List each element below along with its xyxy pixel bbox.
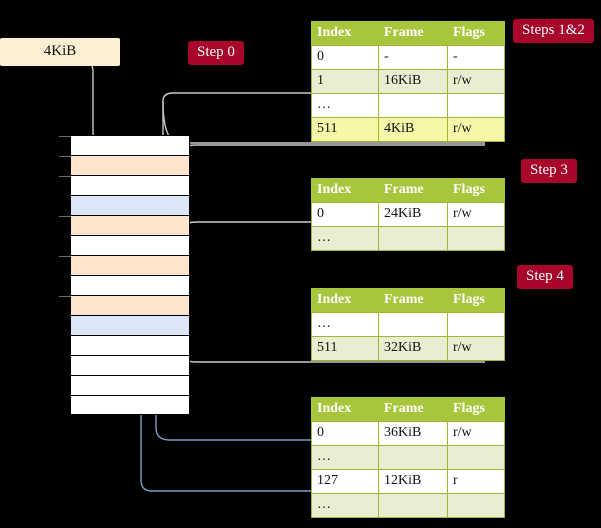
cell-index: … xyxy=(311,93,379,118)
cell-index: … xyxy=(311,226,379,251)
cell-flags: r/w xyxy=(447,69,505,94)
frame-boundary-tick xyxy=(59,256,71,257)
cell-flags: r/w xyxy=(447,336,505,361)
cell-index: … xyxy=(311,493,379,518)
step-badge-step-4: Step 4 xyxy=(517,265,573,289)
cell-frame: 16KiB xyxy=(378,69,448,94)
step-badge-step-0: Step 0 xyxy=(188,41,244,65)
cell-frame xyxy=(378,312,448,337)
step-badge-steps-1-and-2: Steps 1&2 xyxy=(513,19,594,43)
cell-frame xyxy=(378,445,448,470)
table-row: … xyxy=(311,493,505,518)
memory-frame-row xyxy=(59,255,190,275)
column-header-index: Index xyxy=(311,288,379,313)
memory-frame-row xyxy=(70,315,190,335)
frame-boundary-tick xyxy=(59,156,71,157)
column-header-flags: Flags xyxy=(447,21,505,46)
cell-index: 127 xyxy=(311,469,379,494)
cell-frame xyxy=(378,493,448,518)
column-header-flags: Flags xyxy=(447,397,505,422)
table-row: … xyxy=(311,226,505,251)
column-header-index: Index xyxy=(311,178,379,203)
memory-frame-row xyxy=(59,295,190,315)
cell-flags: r/w xyxy=(447,421,505,446)
cell-frame: - xyxy=(378,45,448,70)
frame-boundary-tick xyxy=(59,296,71,297)
table-row: … xyxy=(311,312,505,337)
column-header-flags: Flags xyxy=(447,178,505,203)
step-badge-step-3: Step 3 xyxy=(521,159,577,183)
table-row: … xyxy=(311,93,505,118)
cell-flags xyxy=(447,312,505,337)
memory-frame-row xyxy=(59,175,190,195)
memory-frame-row xyxy=(70,235,190,255)
cell-flags xyxy=(447,93,505,118)
column-header-index: Index xyxy=(311,397,379,422)
cell-frame: 4KiB xyxy=(378,117,448,142)
cell-index: 0 xyxy=(311,421,379,446)
cell-flags xyxy=(447,226,505,251)
column-header-frame: Frame xyxy=(378,397,448,422)
cell-frame xyxy=(378,93,448,118)
table-row: … xyxy=(311,445,505,470)
cell-flags: r xyxy=(447,469,505,494)
cell-frame: 36KiB xyxy=(378,421,448,446)
memory-size-label: 4KiB xyxy=(0,38,120,66)
cell-flags: - xyxy=(447,45,505,70)
memory-frame-row xyxy=(59,155,190,175)
memory-frame-row xyxy=(59,135,190,155)
memory-frame-row xyxy=(70,195,190,215)
cell-index: 1 xyxy=(311,69,379,94)
cell-index: 0 xyxy=(311,202,379,227)
cell-flags: r/w xyxy=(447,117,505,142)
cell-frame xyxy=(378,226,448,251)
memory-frame-row xyxy=(70,395,190,415)
cell-flags: r/w xyxy=(447,202,505,227)
frame-boundary-tick xyxy=(59,136,71,137)
memory-frame-row xyxy=(70,335,190,355)
cell-flags xyxy=(447,445,505,470)
frame-boundary-tick xyxy=(59,176,71,177)
table-row: 0-- xyxy=(311,45,505,70)
cell-index: 511 xyxy=(311,336,379,361)
memory-frame-row xyxy=(59,215,190,235)
cell-flags xyxy=(447,493,505,518)
cell-frame: 12KiB xyxy=(378,469,448,494)
column-header-frame: Frame xyxy=(378,21,448,46)
cell-frame: 24KiB xyxy=(378,202,448,227)
cell-frame: 32KiB xyxy=(378,336,448,361)
memory-frame-row xyxy=(70,355,190,375)
memory-frame-row xyxy=(70,375,190,395)
column-header-index: Index xyxy=(311,21,379,46)
cell-index: … xyxy=(311,312,379,337)
memory-frame-row xyxy=(70,275,190,295)
physical-memory-frames xyxy=(59,135,190,415)
frame-boundary-tick xyxy=(59,216,71,217)
cell-index: 511 xyxy=(311,117,379,142)
column-header-flags: Flags xyxy=(447,288,505,313)
column-header-frame: Frame xyxy=(378,288,448,313)
column-header-frame: Frame xyxy=(378,178,448,203)
cell-index: 0 xyxy=(311,45,379,70)
cell-index: … xyxy=(311,445,379,470)
